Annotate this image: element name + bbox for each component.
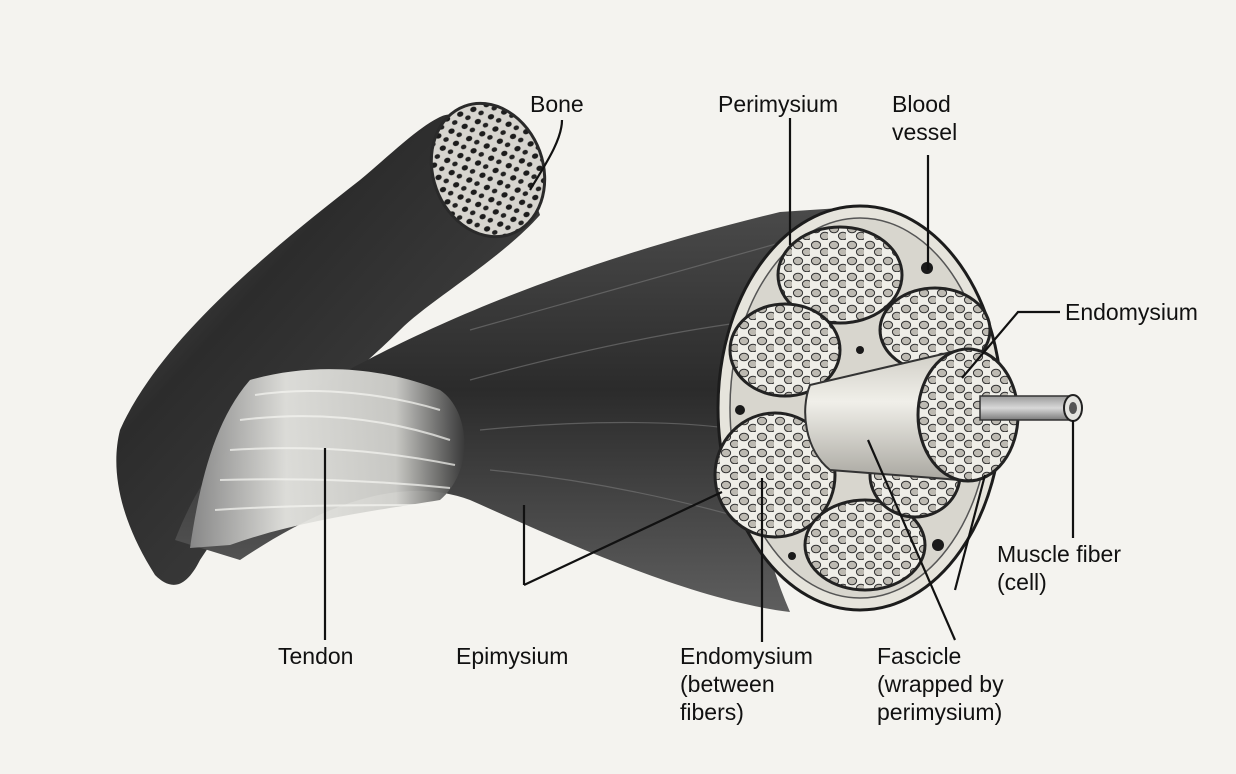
- bone-label: Bone: [530, 90, 584, 118]
- fascicle-label: Fascicle (wrapped by perimysium): [877, 642, 1004, 726]
- muscle-fiber-label: Muscle fiber (cell): [997, 540, 1121, 596]
- muscle-fiber-label-line2: (cell): [997, 568, 1121, 596]
- blood-vessel-label-line2: vessel: [892, 118, 957, 146]
- tendon-label: Tendon: [278, 642, 353, 670]
- fascicle-label-line1: Fascicle: [877, 642, 1004, 670]
- endomysium-between-line1: Endomysium: [680, 642, 813, 670]
- blood-vessel-label: Blood vessel: [892, 90, 957, 146]
- fascicle-label-line2: (wrapped by: [877, 670, 1004, 698]
- endomysium-between-line2: (between: [680, 670, 813, 698]
- fascicle-label-line3: perimysium): [877, 698, 1004, 726]
- blood-vessel-label-line1: Blood: [892, 90, 957, 118]
- epimysium-label: Epimysium: [456, 642, 568, 670]
- endomysium-between-line3: fibers): [680, 698, 813, 726]
- endomysium-label: Endomysium: [1065, 298, 1198, 326]
- muscle-fiber-cylinder: [980, 396, 1072, 420]
- muscle-fiber-label-line1: Muscle fiber: [997, 540, 1121, 568]
- endomysium-between-label: Endomysium (between fibers): [680, 642, 813, 726]
- perimysium-label: Perimysium: [718, 90, 838, 118]
